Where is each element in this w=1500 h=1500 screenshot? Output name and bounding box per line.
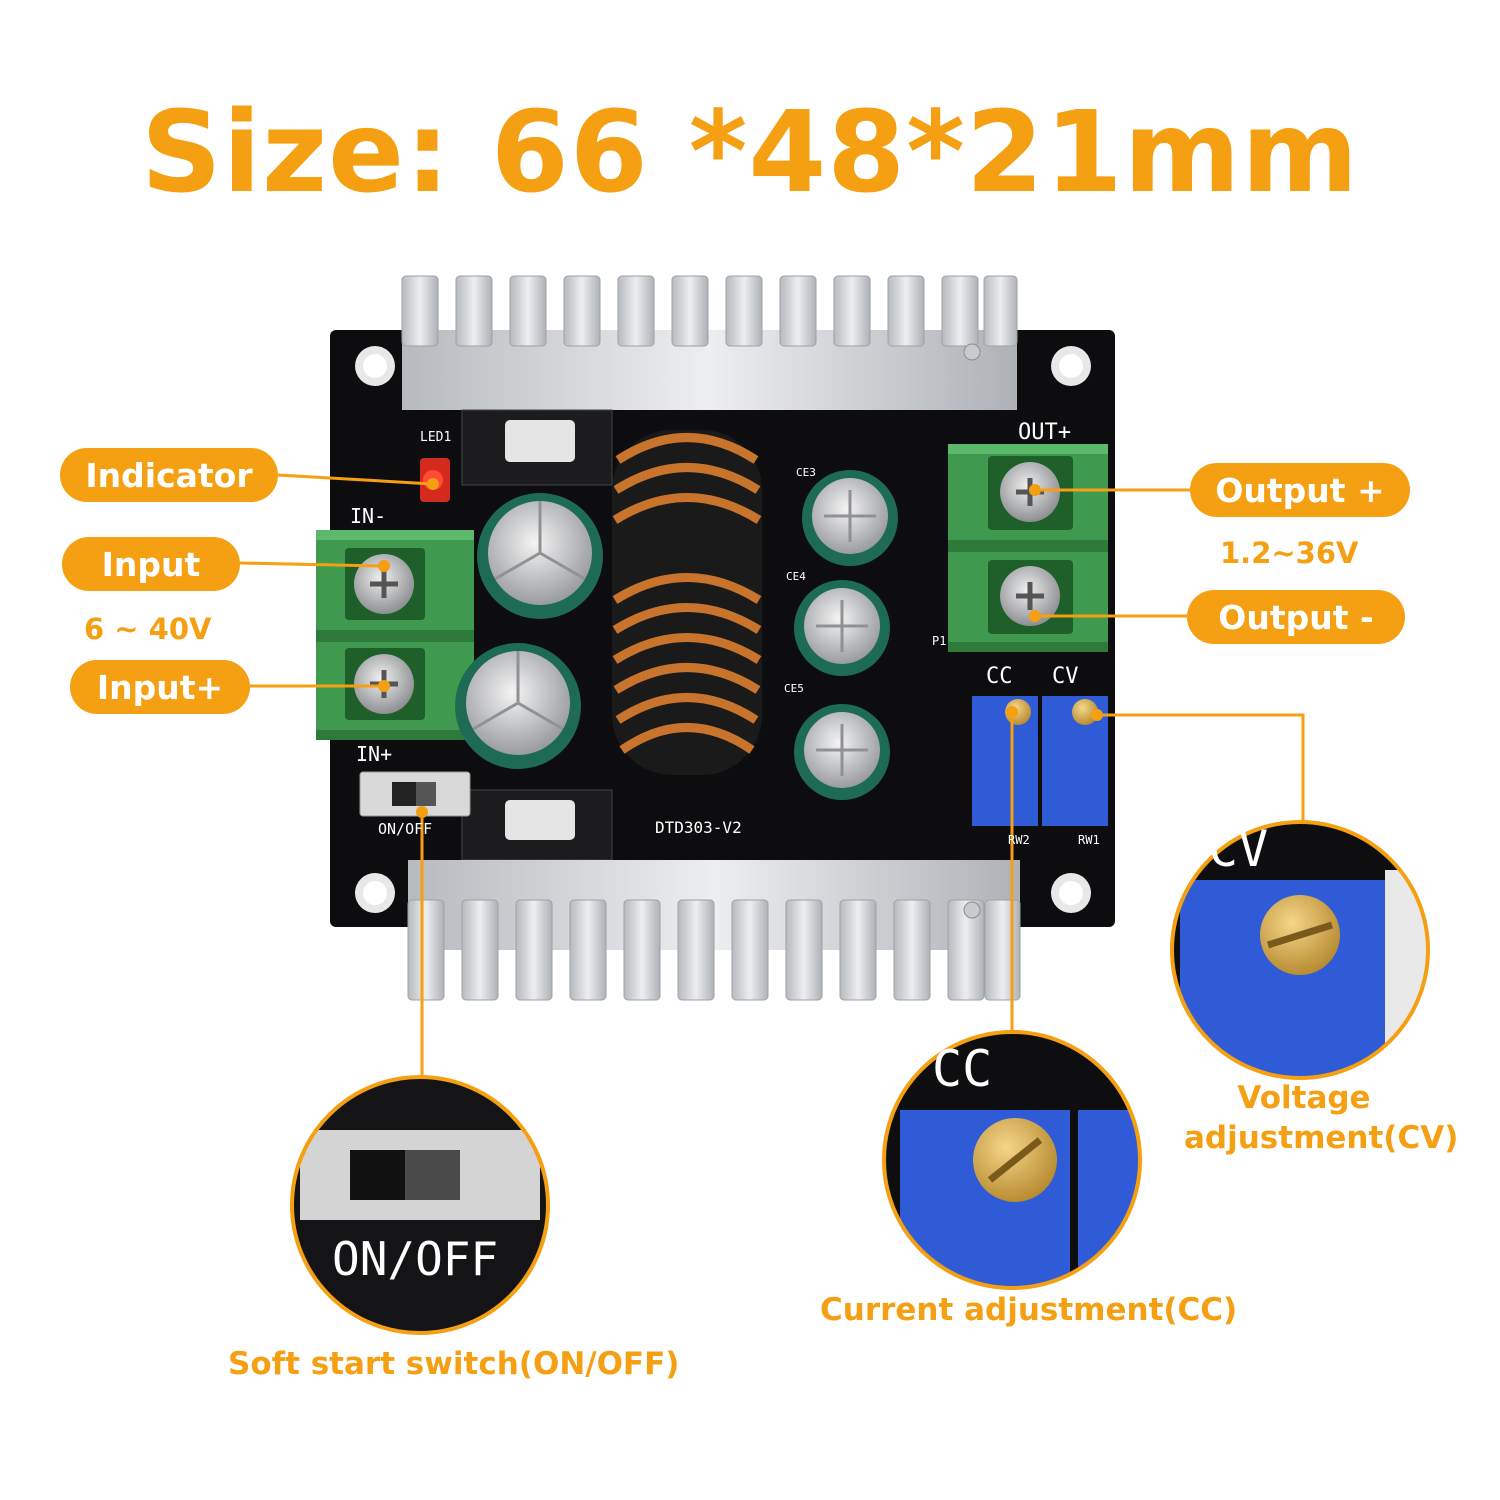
zoom-on-off-text: ON/OFF (332, 1232, 499, 1286)
leader-lines (239, 473, 1305, 1077)
input-terminal-block (316, 530, 474, 740)
ce4-silkscreen: CE4 (786, 570, 806, 583)
ce5-silkscreen: CE5 (784, 682, 804, 695)
p1-silkscreen: P1 (932, 634, 947, 648)
zoom-cc-text: CC (932, 1040, 993, 1098)
input-range: 6 ~ 40V (84, 612, 212, 646)
output-range: 1.2~36V (1220, 536, 1359, 570)
rw1-silkscreen: RW1 (1078, 833, 1100, 847)
output-minus-label: Output - (1187, 590, 1405, 644)
voltage-adjust-caption-line1: Voltage (1237, 1080, 1371, 1116)
cv-silkscreen: CV (1052, 664, 1079, 689)
capacitors (455, 470, 898, 800)
zoom-switch (292, 1077, 548, 1333)
soft-start-caption: Soft start switch(ON/OFF) (228, 1346, 680, 1382)
out-plus-silkscreen: OUT+ (1018, 420, 1071, 445)
zoom-cv-text: CV (1208, 820, 1269, 878)
cc-silkscreen: CC (986, 664, 1013, 689)
input-minus-label: Input (62, 537, 240, 591)
output-terminal-block (948, 444, 1108, 652)
top-heatsink (401, 275, 1018, 486)
input-plus-label: Input+ (70, 660, 250, 714)
rw2-silkscreen: RW2 (1008, 833, 1030, 847)
inductor-coil (612, 430, 762, 775)
on-off-switch (359, 771, 471, 817)
output-plus-label: Output + (1190, 463, 1410, 517)
indicator-label: Indicator (60, 448, 278, 502)
voltage-adjust-caption-line2: adjustment(CV) (1184, 1120, 1459, 1156)
model-silkscreen: DTD303-V2 (655, 818, 742, 837)
current-adjust-caption: Current adjustment(CC) (820, 1292, 1238, 1328)
in-minus-silkscreen: IN- (350, 504, 387, 528)
potentiometers (972, 696, 1108, 826)
page-title: Size: 66 *48*21mm (140, 88, 1360, 218)
led-silkscreen: LED1 (420, 430, 452, 445)
zoom-cc-pot (884, 1032, 1140, 1288)
in-plus-silkscreen: IN+ (356, 742, 393, 766)
on-off-silkscreen: ON/OFF (378, 820, 433, 838)
ce3-silkscreen: CE3 (796, 466, 816, 479)
bottom-heatsink (407, 789, 1021, 1001)
